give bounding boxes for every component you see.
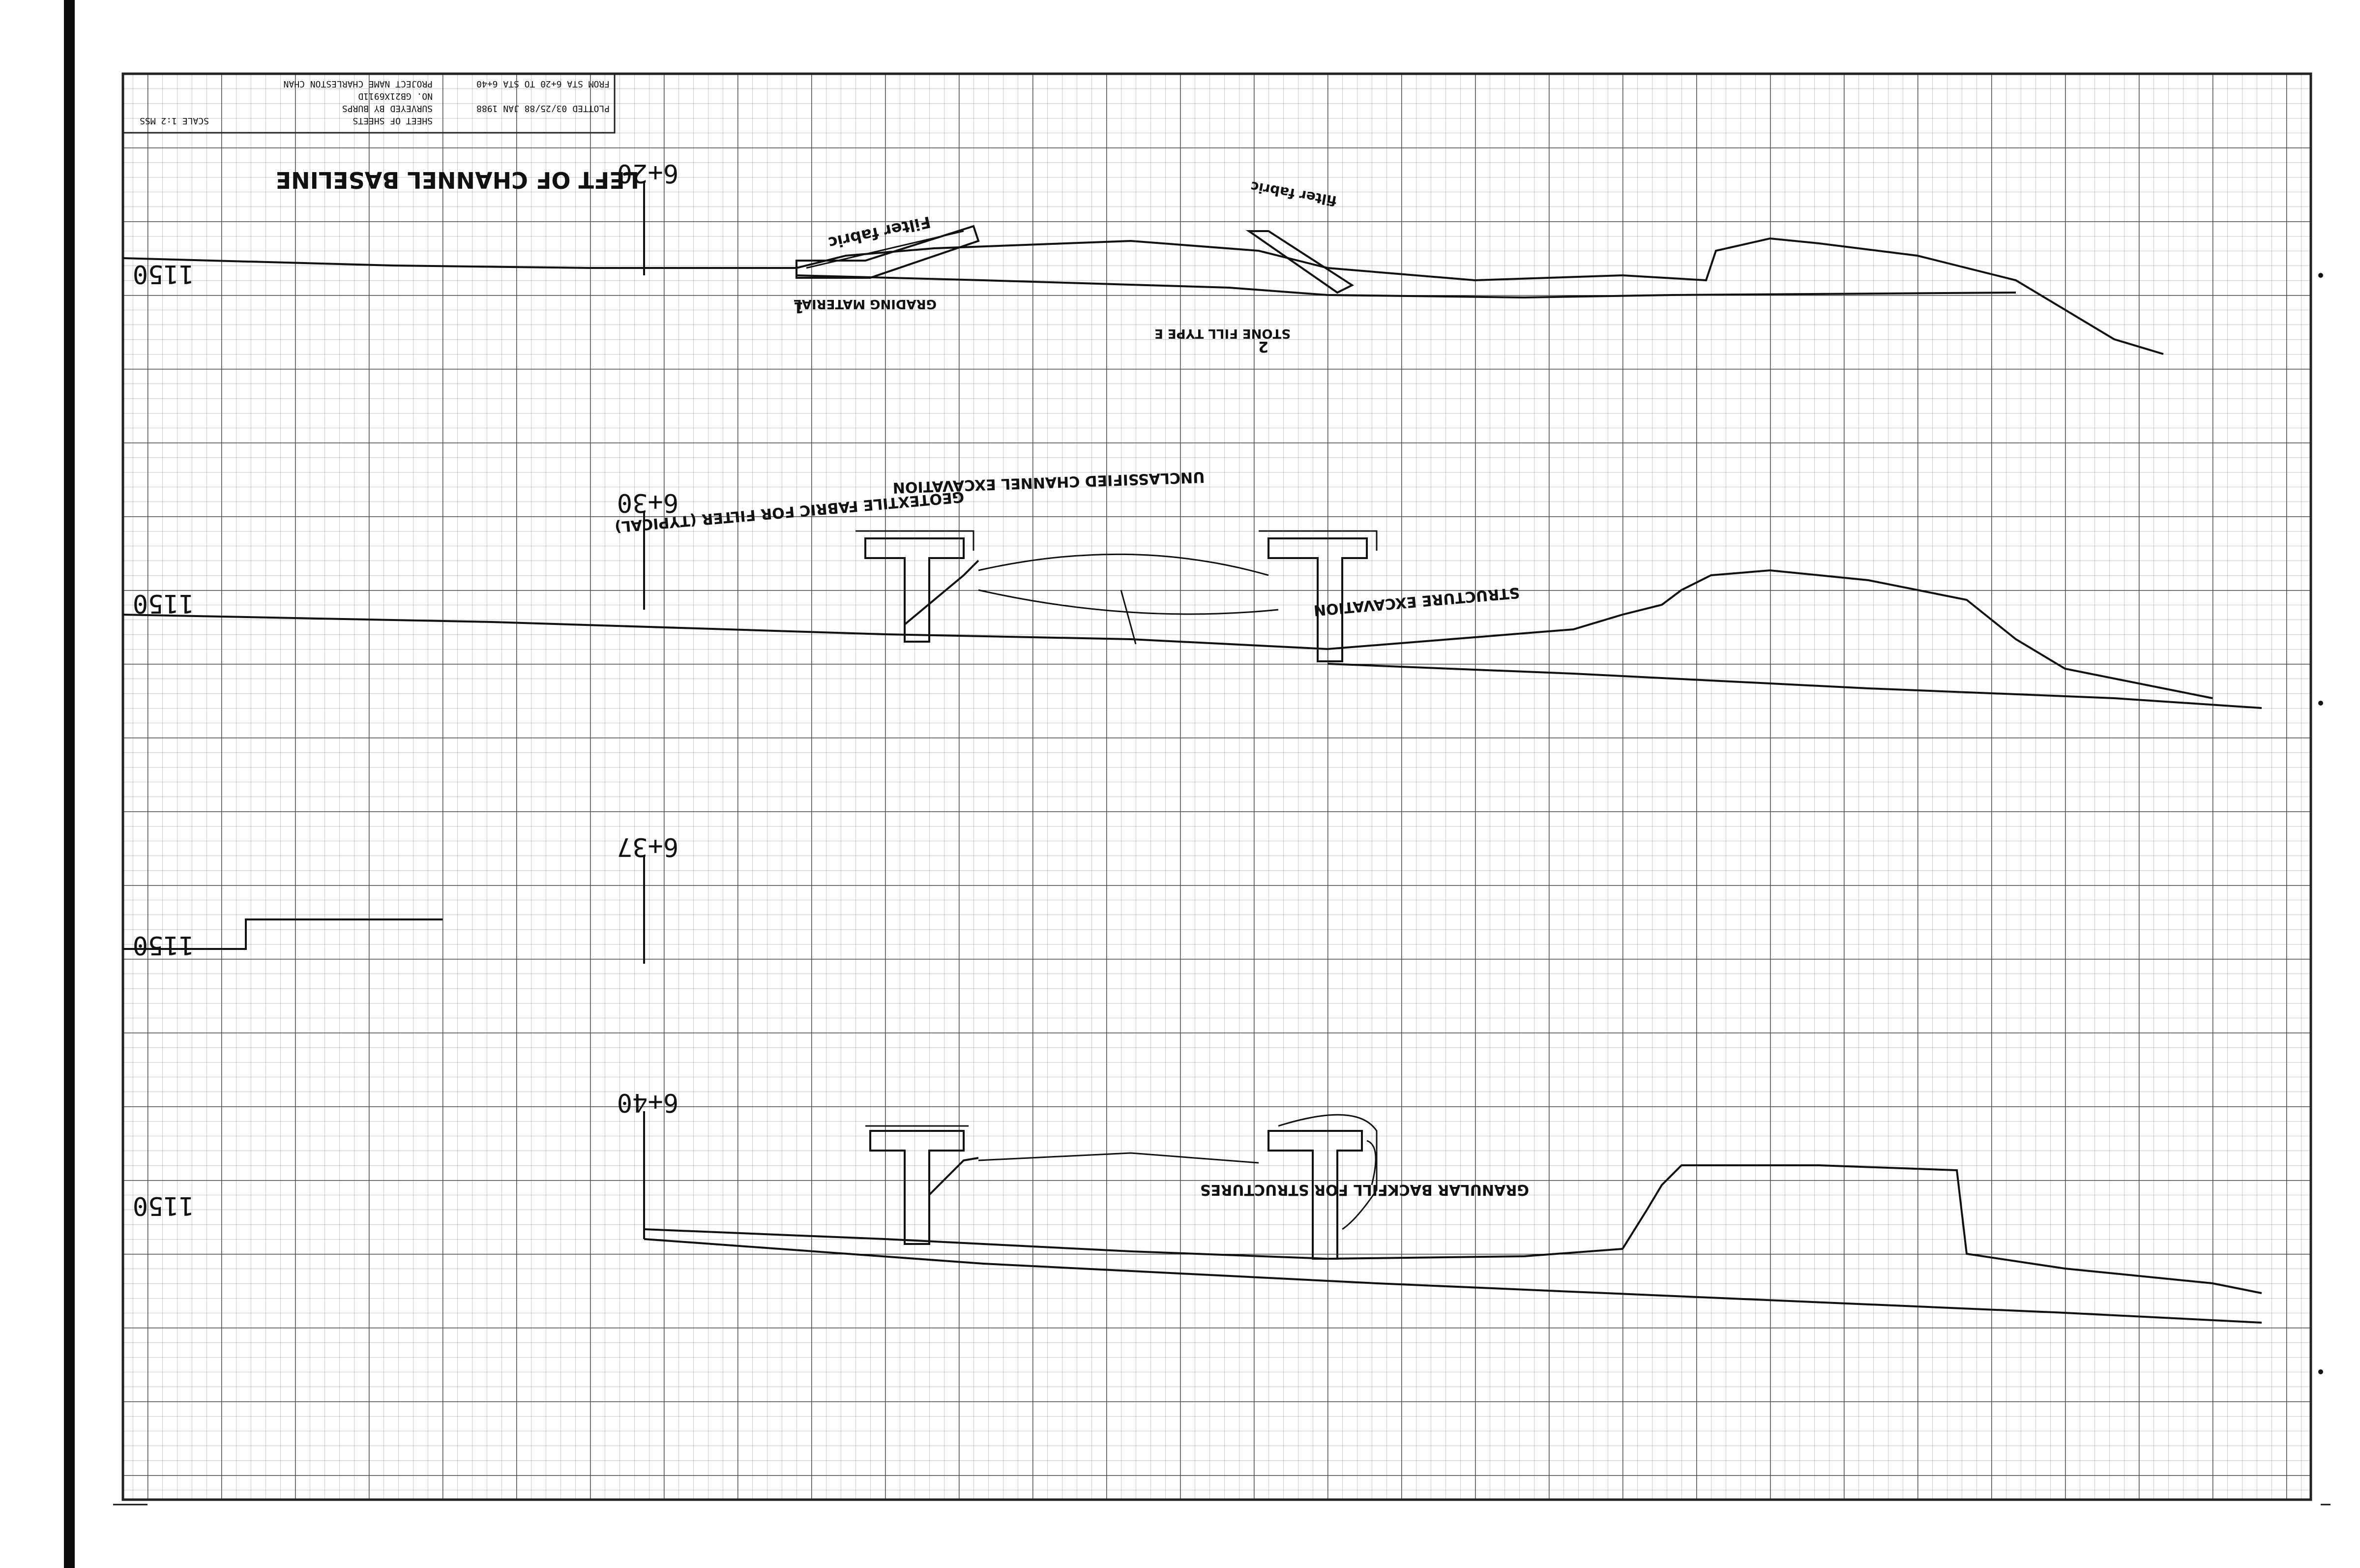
section-6-40: 6+40 1150 GRANULAR BACKFILL FOR STRUCTUR… bbox=[133, 1088, 2262, 1324]
section-6-37: 6+37 1150 bbox=[123, 832, 678, 964]
title-line: SURVEYED BY BURPS bbox=[342, 103, 433, 114]
note: STONE FILL TYPE E bbox=[1154, 326, 1291, 341]
note: GRANULAR BACKFILL FOR STRUCTURES bbox=[1200, 1181, 1529, 1198]
station-label: 6+37 bbox=[617, 832, 678, 861]
title-block: SCALE 1:2 MSS SHEET OF SHEETS SURVEYED B… bbox=[122, 73, 616, 134]
note: 1 bbox=[794, 298, 804, 316]
elevation-label: 1150 bbox=[133, 589, 194, 618]
graph-grid bbox=[121, 72, 2312, 1501]
title-line: PROJECT NAME CHARLESTON CHAN bbox=[284, 79, 433, 89]
elevation-label: 1150 bbox=[133, 259, 194, 289]
title-line: NO. GB21X6911D bbox=[358, 91, 433, 101]
title-line: SHEET OF SHEETS bbox=[353, 116, 433, 126]
station-label: 6+30 bbox=[617, 488, 678, 517]
binding-strip bbox=[64, 0, 75, 1568]
title-line: SCALE 1:2 MSS bbox=[140, 116, 209, 126]
elevation-label: 1150 bbox=[133, 930, 194, 960]
elevation-label: 1150 bbox=[133, 1191, 194, 1220]
sheet-title: LEFT OF CHANNEL BASELINE bbox=[276, 167, 639, 193]
station-label: 6+40 bbox=[617, 1088, 678, 1117]
title-line: FROM STA 6+20 TO STA 6+40 bbox=[476, 79, 610, 89]
note: GRADING MATERIAL bbox=[794, 296, 937, 311]
station-label: 6+20 bbox=[617, 158, 678, 188]
section-6-20: 6+20 1150 Filter fabric GRADING MATERIAL… bbox=[122, 158, 2164, 355]
note: 2 bbox=[1258, 338, 1268, 355]
title-line: PLOTTED 03/25/88 JAN 1988 bbox=[476, 103, 610, 114]
registration-marks bbox=[113, 273, 2330, 1506]
